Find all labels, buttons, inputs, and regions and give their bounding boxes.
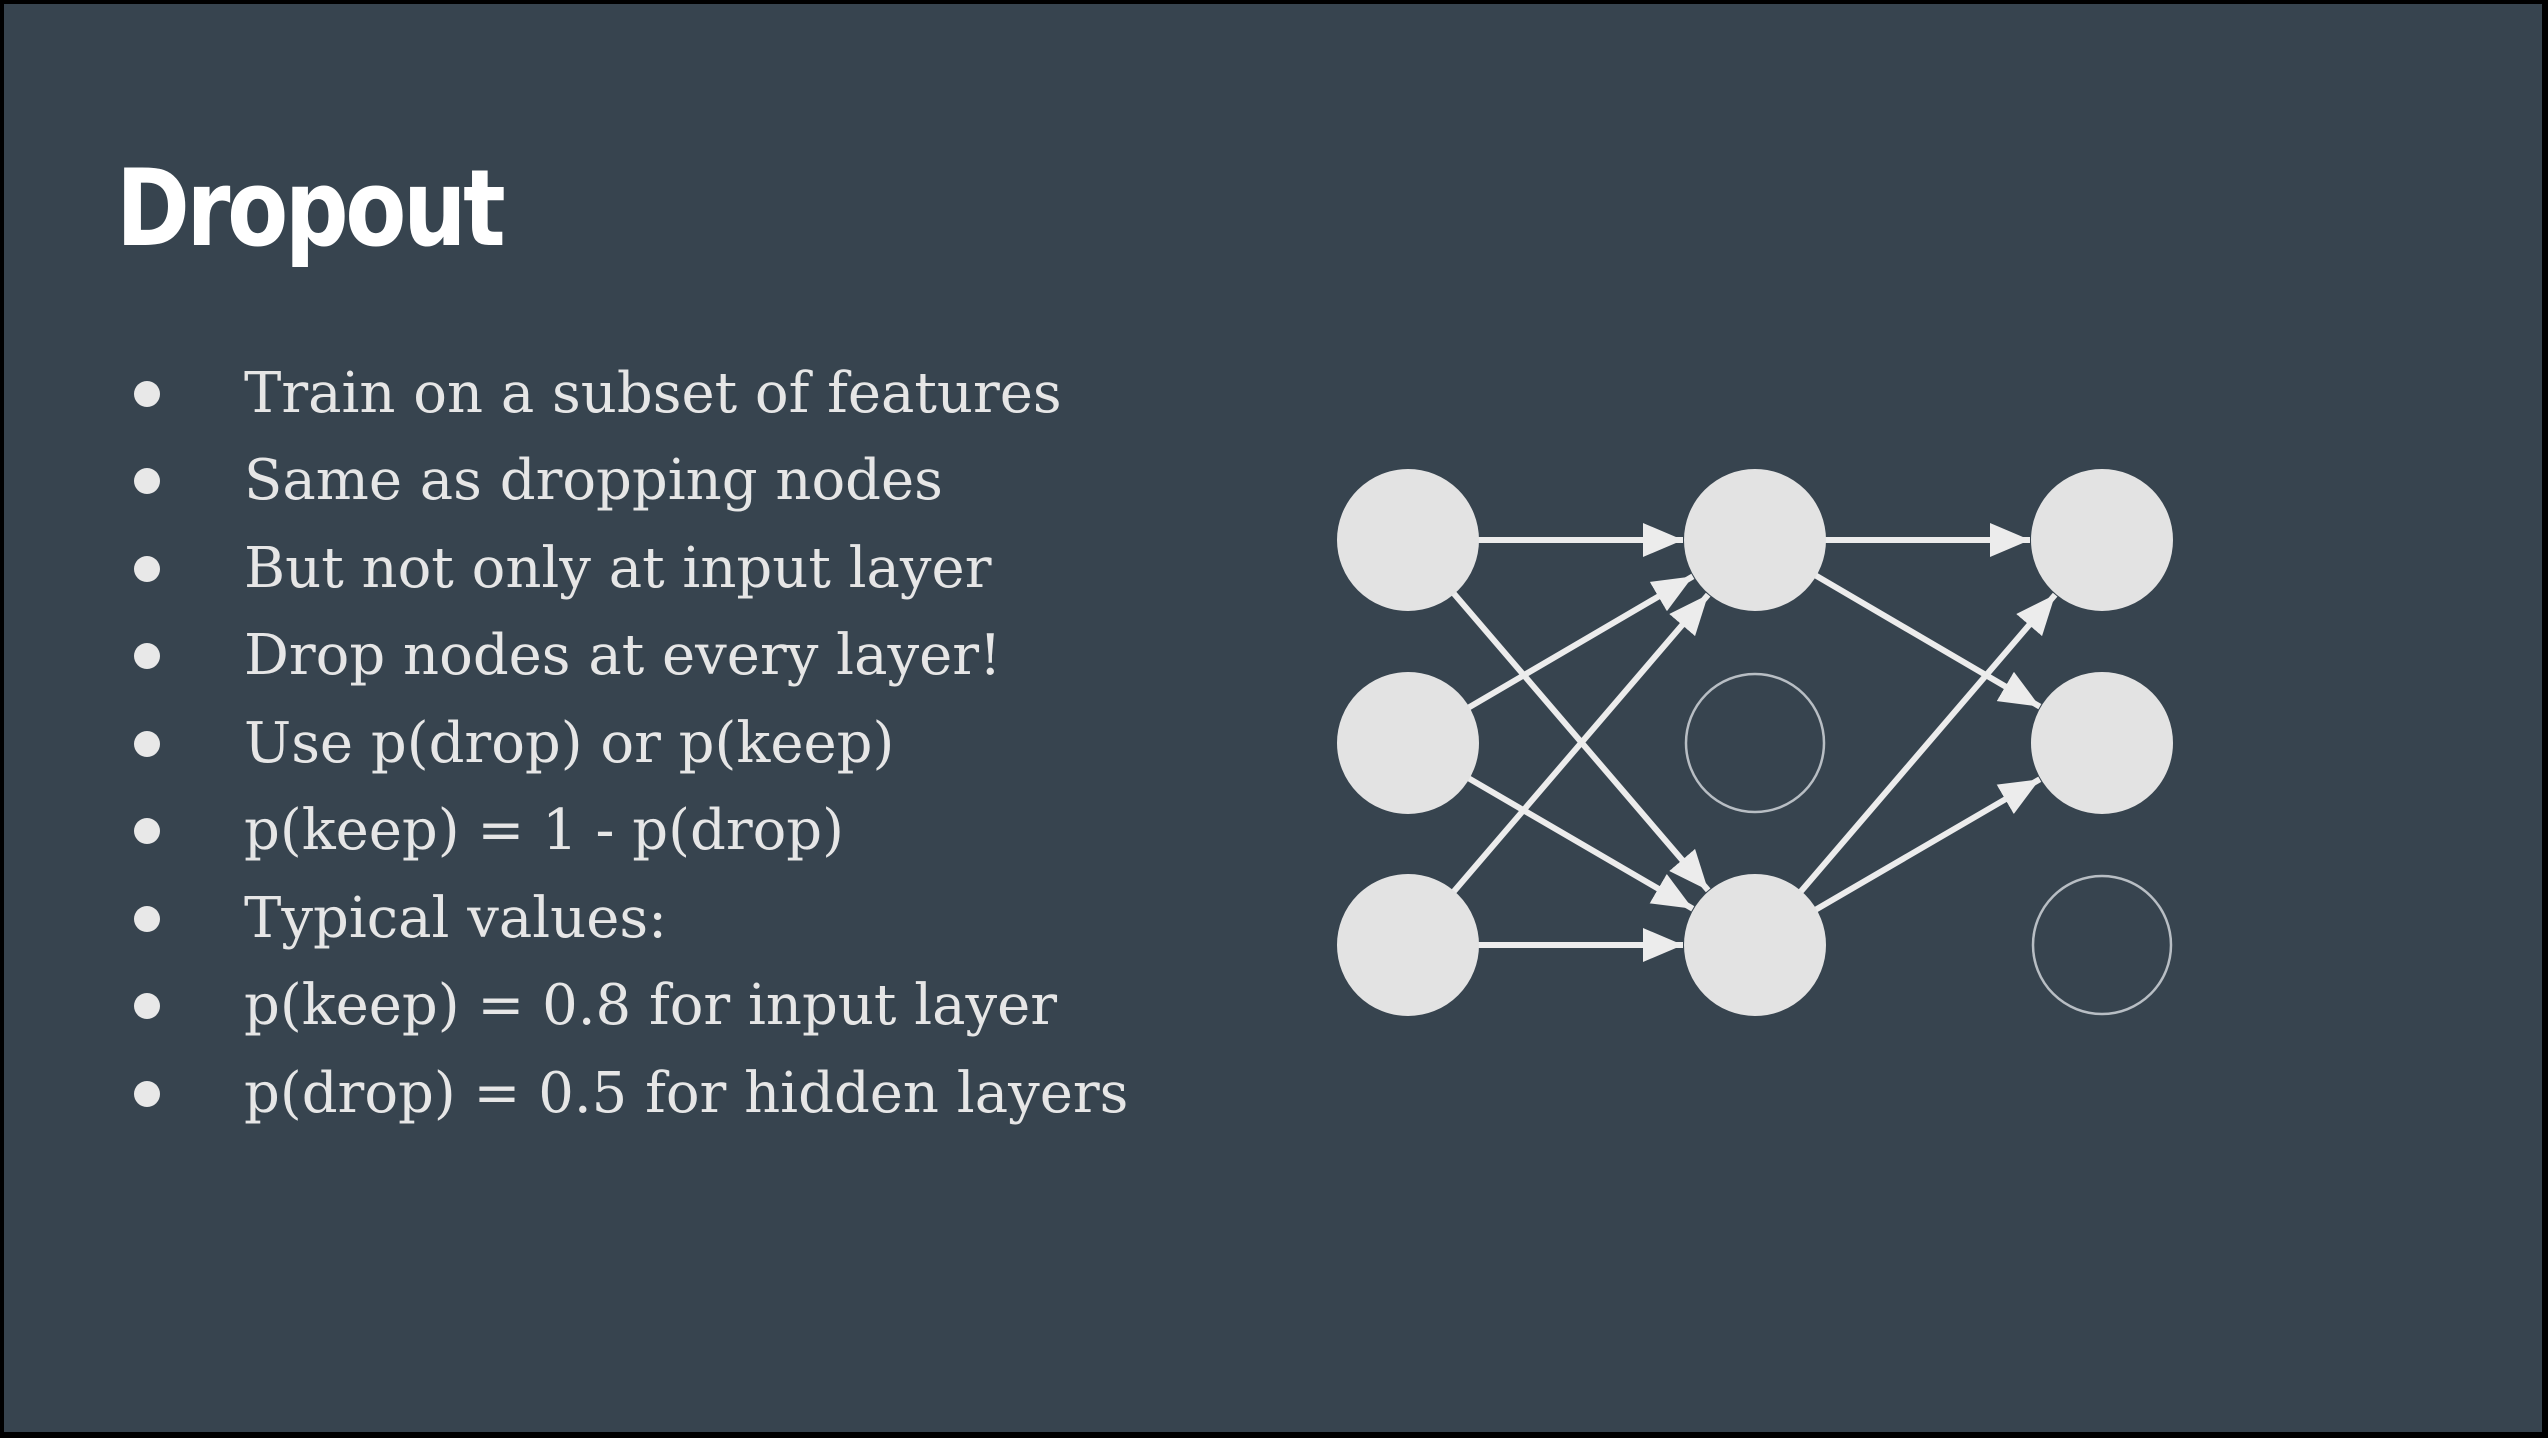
- bullet-text: p(keep) = 0.8 for input layer: [244, 973, 1058, 1039]
- active-node: [1684, 469, 1826, 611]
- bullet-item: Train on a subset of features: [134, 350, 1128, 438]
- bullet-text: Drop nodes at every layer!: [244, 623, 1002, 689]
- connection-arrow: [1466, 573, 1695, 711]
- bullet-item: Drop nodes at every layer!: [134, 613, 1128, 701]
- connection-arrow: [1813, 572, 2042, 710]
- slide: Dropout Train on a subset of features Sa…: [4, 4, 2542, 1432]
- bullet-item: Use p(drop) or p(keep): [134, 700, 1128, 788]
- bullet-dot-icon: [134, 380, 160, 407]
- bullet-item: Typical values:: [134, 875, 1128, 963]
- active-node: [1337, 469, 1479, 611]
- bullet-text: Train on a subset of features: [244, 360, 1062, 426]
- slide-title: Dropout: [116, 147, 506, 270]
- bullet-dot-icon: [134, 555, 160, 582]
- bullet-text: p(keep) = 1 - p(drop): [244, 798, 845, 864]
- bullet-dot-icon: [134, 993, 160, 1020]
- active-node: [2031, 469, 2173, 611]
- connection-arrow: [1798, 592, 2058, 894]
- bullet-dot-icon: [134, 1080, 160, 1107]
- bullet-dot-icon: [134, 818, 160, 845]
- bullet-text: Typical values:: [244, 885, 667, 951]
- dropout-network-diagram: [1337, 469, 2173, 1016]
- connection-arrow: [1466, 775, 1695, 912]
- bullet-text: Same as dropping nodes: [244, 448, 943, 514]
- bullet-item: But not only at input layer: [134, 525, 1128, 613]
- bullet-item: p(drop) = 0.5 for hidden layers: [134, 1050, 1128, 1138]
- bullet-item: Same as dropping nodes: [134, 438, 1128, 526]
- bullet-item: p(keep) = 0.8 for input layer: [134, 963, 1128, 1051]
- connection-arrow: [1451, 592, 1711, 894]
- active-node: [1337, 672, 1479, 814]
- bullet-list: Train on a subset of features Same as dr…: [134, 350, 1128, 1138]
- active-node: [1684, 874, 1826, 1016]
- bullet-dot-icon: [134, 468, 160, 495]
- bullet-text: But not only at input layer: [244, 535, 992, 601]
- bullet-dot-icon: [134, 643, 160, 670]
- dropped-node: [2031, 874, 2173, 1016]
- bullet-dot-icon: [134, 905, 160, 932]
- connection-arrow: [1813, 776, 2042, 913]
- bullet-item: p(keep) = 1 - p(drop): [134, 788, 1128, 876]
- dropped-node: [1684, 672, 1826, 814]
- bullet-text: p(drop) = 0.5 for hidden layers: [244, 1060, 1129, 1126]
- active-node: [1337, 874, 1479, 1016]
- active-node: [2031, 672, 2173, 814]
- bullet-dot-icon: [134, 730, 160, 757]
- bullet-text: Use p(drop) or p(keep): [244, 710, 895, 776]
